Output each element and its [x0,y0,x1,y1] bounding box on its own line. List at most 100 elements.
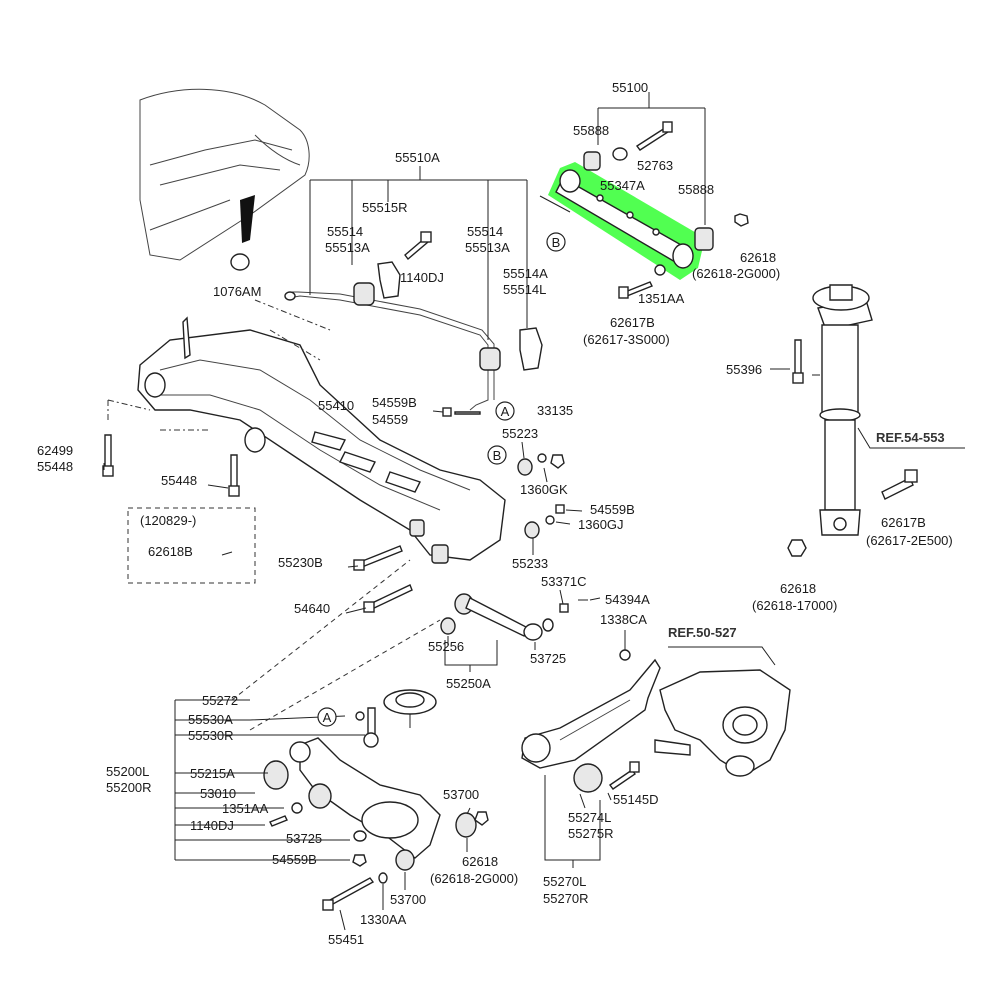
label-55200R: 55200R [106,780,152,795]
label-53700b: 53700 [390,892,426,907]
bolt-55230B [353,545,403,571]
label-55514L: 55514L [503,282,546,297]
label-62618-2G000a: (62618-2G000) [692,266,780,281]
label-1360GK: 1360GK [520,482,568,497]
marker-b-top: B [546,232,566,252]
label-55510A: 55510A [395,150,440,165]
bolt-55448 [228,454,240,497]
label-54559Bb: 54559B [590,502,635,517]
svg-text:A: A [323,710,332,725]
bolt-1140DJb [269,815,288,827]
bushing-55274L [573,763,603,793]
label-54559Bc: 54559B [272,852,317,867]
label-120829: (120829-) [140,513,196,528]
bolt-62499 [102,434,114,477]
label-62618a: 62618 [740,250,776,265]
nut-33135 [550,454,565,469]
label-55256: 55256 [428,639,464,654]
washer-53725b [353,830,367,842]
stabilizer-bar [284,291,495,411]
svg-text:B: B [552,235,561,250]
bolt-62617B-b [881,469,918,500]
reference-50-527: REF.50-527 [668,625,737,640]
nut-1351AAb [291,802,303,814]
label-55145D: 55145D [613,792,659,807]
label-55272: 55272 [202,693,238,708]
label-54394A: 54394A [605,592,650,607]
label-53700a: 53700 [443,787,479,802]
nut-54559B-b [555,504,565,514]
bolt-1140DJa [404,231,432,261]
label-55250A: 55250A [446,676,491,691]
label-33135: 33135 [537,403,573,418]
label-54559Ba: 54559B [372,395,417,410]
label-55451: 55451 [328,932,364,947]
nut-1351AAa [654,264,666,276]
marker-b-middle: B [487,445,507,465]
lower-arm-55200[interactable] [289,737,441,859]
label-53725b: 53725 [286,831,322,846]
label-53010: 53010 [200,786,236,801]
label-55223: 55223 [502,426,538,441]
label-55530A: 55530A [188,712,233,727]
label-55230B: 55230B [278,555,323,570]
spacer-55223 [517,458,533,476]
label-55888b: 55888 [678,182,714,197]
label-1330AA: 1330AA [360,912,407,927]
bushing-55215A [263,760,289,790]
label-55274L: 55274L [568,810,611,825]
bolt-52763 [635,121,673,151]
clip-54559B [442,407,452,417]
label-55513Aa: 55513A [325,240,370,255]
label-1351AAb: 1351AA [222,801,269,816]
label-53371C: 53371C [541,574,587,589]
svg-text:B: B [493,448,502,463]
stabilizer-bushing-right [479,327,543,371]
label-55396: 55396 [726,362,762,377]
label-62618-17000: (62618-17000) [752,598,837,613]
link-54559 [454,411,481,415]
shock-absorber[interactable] [812,284,873,536]
label-55410: 55410 [318,398,354,413]
label-54559: 54559 [372,412,408,427]
label-55515R: 55515R [362,200,408,215]
label-62618b: 62618 [780,581,816,596]
label-55215A: 55215A [190,766,235,781]
nut-54559B-c [352,854,367,867]
bolt-62617B-a [618,281,653,299]
bolt-55396 [792,339,804,384]
label-55514b: 55514 [467,224,503,239]
trailing-arm-55270[interactable] [521,658,661,769]
bushing-53010 [308,783,332,809]
label-62618-2G000b: (62618-2G000) [430,871,518,886]
stabilizer-bushing-left [353,261,401,306]
bushing-55888a [583,151,601,171]
nut-1338CA [619,649,631,661]
label-62618B: 62618B [148,544,193,559]
upper-arm-55100[interactable] [548,162,705,280]
label-55513Ab: 55513A [465,240,510,255]
nut-62618c [474,811,489,826]
bolt-55145D [609,761,640,790]
label-54640: 54640 [294,601,330,616]
lateral-link-55250A[interactable] [440,593,543,641]
link-55530A [355,707,379,748]
bushing-53700b [395,849,415,871]
label-55448b: 55448 [161,473,197,488]
spring-seat-55272 [383,689,437,715]
label-55275R: 55275R [568,826,614,841]
marker-a-right: A [495,401,515,421]
washer-1360GJ [545,515,555,525]
crossmember-55410[interactable] [137,316,506,564]
label-62499: 62499 [37,443,73,458]
bushing-55888b [694,227,714,251]
label-62617-2E500: (62617-2E500) [866,533,953,548]
spacer-55233 [524,521,540,539]
label-62617-3S000: (62617-3S000) [583,332,670,347]
washer-55347A [612,147,628,161]
label-1338CA: 1338CA [600,612,647,627]
label-62617B-a: 62617B [610,315,655,330]
label-62618c: 62618 [462,854,498,869]
label-55100: 55100 [612,80,648,95]
